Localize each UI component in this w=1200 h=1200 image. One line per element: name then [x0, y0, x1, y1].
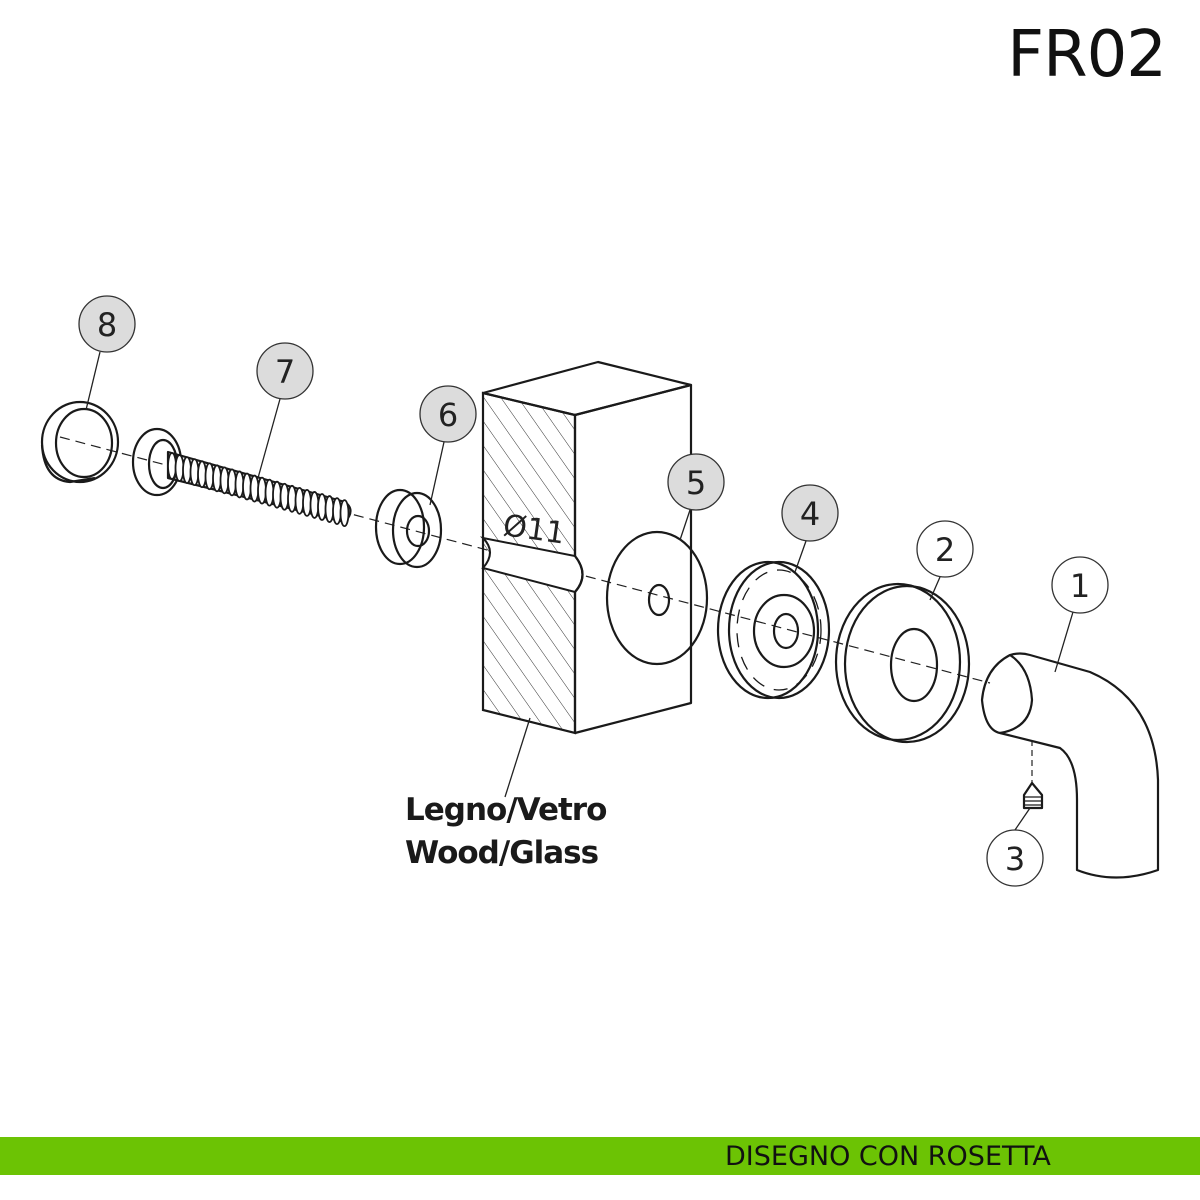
part-5-washer [605, 530, 709, 666]
callout-circle [1051, 556, 1109, 614]
footer-bar: DISEGNO CON ROSETTA [0, 1137, 1200, 1175]
callout-6: 6 [419, 385, 477, 443]
material-label-italian: Legno/Vetro [405, 792, 606, 828]
part-4-rosette [716, 560, 831, 700]
thread-turn [339, 499, 350, 528]
callout-number: 4 [800, 495, 820, 533]
drawing-code: FR02 [1007, 18, 1167, 92]
footer-caption: DISEGNO CON ROSETTA [725, 1141, 1051, 1172]
part-7-bolt [131, 427, 352, 528]
callout-circle [256, 342, 314, 400]
callout-number: 1 [1070, 567, 1090, 605]
callout-1: 1 [1051, 556, 1109, 614]
part-6-grommet [374, 488, 443, 569]
callout-circle [419, 385, 477, 443]
callout-7: 7 [256, 342, 314, 400]
callout-number: 2 [935, 531, 955, 569]
callout-number: 8 [97, 306, 117, 344]
material-label-english: Wood/Glass [405, 835, 598, 871]
callout-circle [78, 295, 136, 353]
part-1-elbow [980, 652, 1160, 879]
callout-leaders [85, 351, 1074, 831]
callout-circle [781, 484, 839, 542]
callout-2: 2 [916, 520, 974, 578]
callout-circle [916, 520, 974, 578]
callout-8: 8 [78, 295, 136, 353]
callout-number: 6 [438, 396, 458, 434]
callout-4: 4 [781, 484, 839, 542]
part-8-cap [40, 400, 120, 484]
callout-5: 5 [667, 453, 725, 511]
part-2-cover-ring [834, 582, 971, 744]
part-3-grub-screw [1022, 781, 1044, 810]
wood-glass-panel [479, 360, 693, 735]
callout-circle [986, 829, 1044, 887]
callout-number: 7 [275, 353, 295, 391]
hole-diameter-label: Ø11 [501, 508, 567, 551]
callout-number: 3 [1005, 840, 1025, 878]
callout-3: 3 [986, 829, 1044, 887]
callout-circle [667, 453, 725, 511]
callout-number: 5 [686, 464, 706, 502]
